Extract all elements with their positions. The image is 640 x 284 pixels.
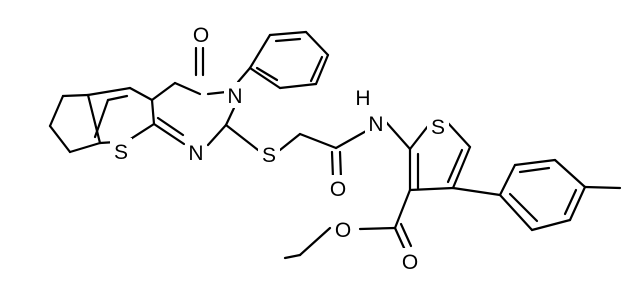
bond-line bbox=[530, 218, 572, 232]
bond-line bbox=[446, 148, 464, 184]
bond-line bbox=[399, 222, 413, 248]
bond-line bbox=[152, 122, 186, 146]
label-bg bbox=[399, 248, 421, 274]
bond-line bbox=[150, 81, 177, 102]
bond-line bbox=[446, 121, 472, 149]
bond-line bbox=[48, 94, 65, 128]
bond-line bbox=[314, 53, 330, 86]
bond-line bbox=[393, 188, 412, 230]
atom-label-s-thieno: S bbox=[114, 141, 128, 164]
bond-line bbox=[93, 98, 110, 139]
bond-line bbox=[278, 82, 318, 90]
bond-line bbox=[156, 116, 185, 137]
bond-line bbox=[86, 86, 132, 97]
bond-line bbox=[338, 150, 343, 180]
bond-line bbox=[150, 98, 156, 126]
label-bg bbox=[332, 216, 354, 242]
bond-line bbox=[206, 123, 228, 147]
bond-line bbox=[513, 158, 557, 167]
bond-line bbox=[568, 185, 587, 222]
bond-line bbox=[498, 163, 517, 197]
bond-lines bbox=[48, 30, 622, 260]
bond-line bbox=[48, 124, 72, 154]
bond-line bbox=[278, 132, 302, 152]
bond-line bbox=[86, 93, 102, 145]
atom-label-n-ring: N bbox=[227, 85, 242, 108]
atom-label-o-ester-single: O bbox=[335, 219, 351, 242]
bond-line bbox=[224, 106, 236, 127]
bond-line bbox=[68, 141, 102, 154]
bond-line bbox=[224, 123, 260, 152]
bond-line bbox=[563, 188, 578, 216]
bond-line bbox=[274, 37, 302, 43]
bond-line bbox=[128, 86, 154, 102]
atom-label-s-thiophene: S bbox=[431, 116, 445, 139]
bond-line bbox=[408, 186, 455, 192]
label-bg bbox=[185, 139, 207, 165]
bond-line bbox=[451, 145, 472, 190]
bond-line bbox=[451, 186, 502, 197]
bond-line bbox=[553, 158, 587, 189]
atom-label-s-thioether: S bbox=[262, 144, 276, 167]
bond-line bbox=[248, 66, 282, 90]
bond-line bbox=[334, 128, 370, 150]
atom-label-o-ketone: O bbox=[193, 24, 209, 47]
bond-line bbox=[61, 93, 90, 98]
bond-line bbox=[498, 193, 534, 232]
label-bg bbox=[354, 84, 372, 108]
label-bg bbox=[365, 110, 387, 136]
bond-line bbox=[236, 66, 252, 84]
atom-label-n-imine: N bbox=[188, 142, 203, 165]
bond-line bbox=[393, 226, 407, 252]
bond-line bbox=[173, 81, 202, 96]
label-bg bbox=[110, 138, 132, 164]
bond-line bbox=[358, 226, 397, 231]
bond-line bbox=[508, 192, 539, 223]
atom-label-n-amide: N bbox=[368, 113, 383, 136]
bond-line bbox=[518, 166, 551, 174]
bond-line bbox=[283, 253, 302, 260]
atom-label-o-amide: O bbox=[330, 178, 346, 201]
bond-line bbox=[309, 55, 324, 83]
bond-line bbox=[304, 30, 330, 57]
bond-line bbox=[206, 90, 228, 96]
bond-line bbox=[106, 94, 129, 102]
bond-line bbox=[583, 185, 622, 190]
label-bg bbox=[327, 175, 349, 201]
label-bg bbox=[427, 113, 449, 139]
bond-line bbox=[248, 33, 272, 70]
bond-line bbox=[384, 120, 412, 151]
bond-line bbox=[408, 124, 430, 151]
bond-line bbox=[298, 132, 338, 150]
bond-line bbox=[298, 226, 332, 257]
bond-line bbox=[255, 66, 279, 82]
bond-line bbox=[268, 30, 308, 37]
label-bg bbox=[224, 82, 246, 108]
bond-line bbox=[330, 150, 335, 180]
label-bg bbox=[190, 21, 212, 47]
atom-label-nh-hydrogen: H bbox=[355, 87, 370, 110]
atom-label-o-ester-double: O bbox=[402, 251, 418, 274]
atom-labels: O N S N S O H N S O O bbox=[110, 21, 449, 274]
label-bg bbox=[258, 141, 280, 167]
